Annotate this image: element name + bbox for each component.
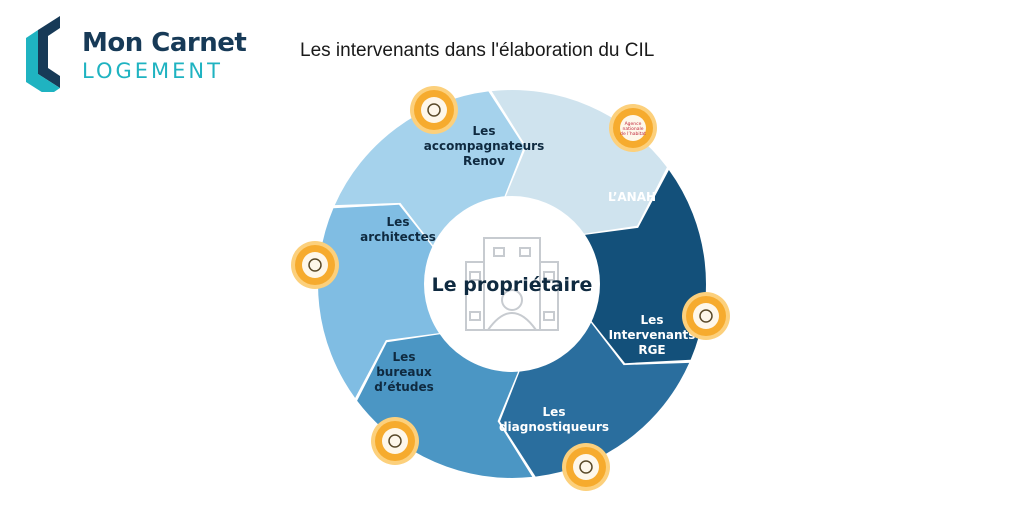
brand-name: Mon Carnet xyxy=(82,28,247,58)
renov-seal-icon xyxy=(410,86,458,134)
brand-logo: Mon Carnet LOGEMENT xyxy=(18,12,258,92)
building-person-icon xyxy=(465,237,559,331)
center-label: Le propriétaire xyxy=(432,274,593,296)
briefcase-document-icon xyxy=(371,417,419,465)
svg-text:de l’habitat: de l’habitat xyxy=(620,131,646,137)
logo-mark-icon xyxy=(26,16,60,92)
segment-label-anah: L’ANAH xyxy=(608,190,656,204)
page-title: Les intervenants dans l'élaboration du C… xyxy=(300,40,655,61)
svg-text:nationale: nationale xyxy=(622,126,643,132)
architect-worker-icon xyxy=(291,241,339,289)
center-hub: Le propriétaire xyxy=(424,196,600,372)
segment-anah xyxy=(578,170,706,364)
eco-globe-hands-icon xyxy=(682,292,730,340)
segment-bureaux xyxy=(318,204,446,398)
brand-subtitle: LOGEMENT xyxy=(82,59,223,83)
segment-architectes xyxy=(334,91,524,251)
svg-text:Agence: Agence xyxy=(625,121,642,127)
magnifier-gears-icon xyxy=(562,443,610,491)
segment-rge xyxy=(500,317,690,477)
